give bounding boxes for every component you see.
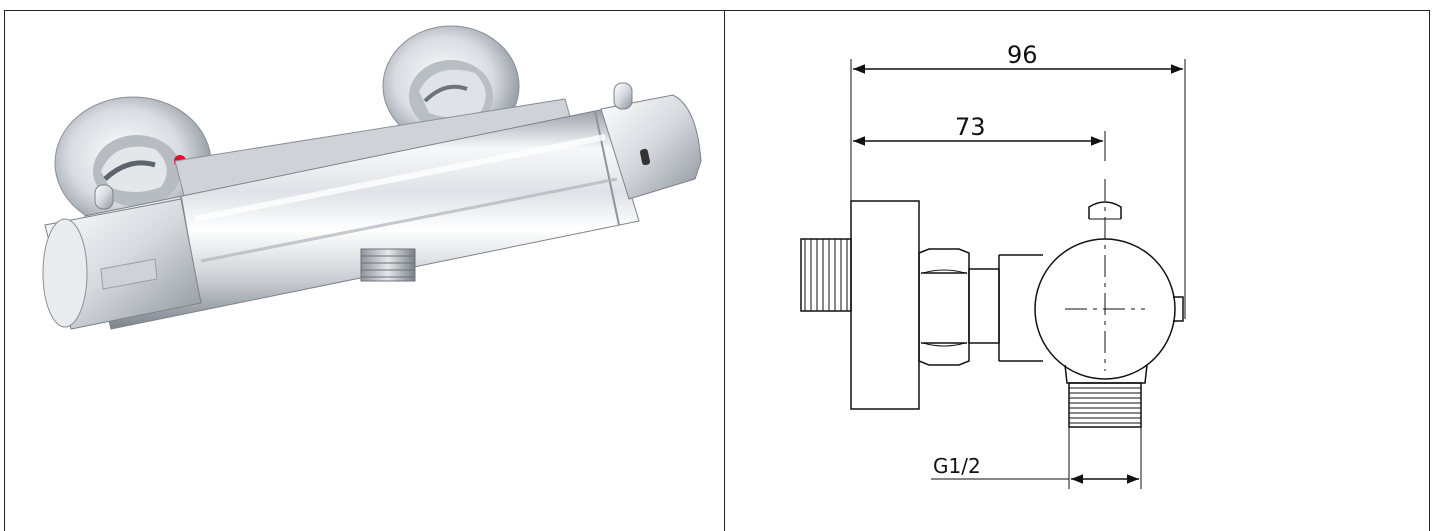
right-nub — [1173, 296, 1184, 322]
dimension-label-g12: G1/2 — [933, 454, 981, 478]
wall-rosette-left — [54, 96, 212, 230]
hex-nut — [918, 248, 970, 366]
product-photo-cell — [5, 11, 725, 531]
dimension-center-offset: 73 — [853, 113, 1106, 161]
inlet-thread — [800, 238, 852, 312]
dimension-label-96: 96 — [1007, 41, 1038, 69]
bottom-outlet-thread — [360, 248, 416, 282]
technical-drawing-cell: 96 73 — [725, 11, 1429, 531]
dimension-overall-width: 96 — [850, 41, 1186, 319]
body-collar — [998, 254, 1043, 362]
wall-flange — [850, 200, 920, 410]
technical-drawing: 96 73 — [800, 41, 1186, 489]
outlet-thread — [1064, 364, 1148, 428]
valve-body-circle — [1034, 179, 1176, 380]
dimension-label-73: 73 — [955, 113, 986, 141]
connector-stub — [968, 268, 1000, 344]
right-end-cap — [600, 82, 702, 200]
product-photo — [42, 25, 702, 330]
dimension-thread-size: G1/2 — [931, 427, 1142, 489]
temperature-control-knob — [42, 184, 202, 330]
product-table: 96 73 — [4, 10, 1430, 531]
top-pin — [1088, 201, 1122, 219]
